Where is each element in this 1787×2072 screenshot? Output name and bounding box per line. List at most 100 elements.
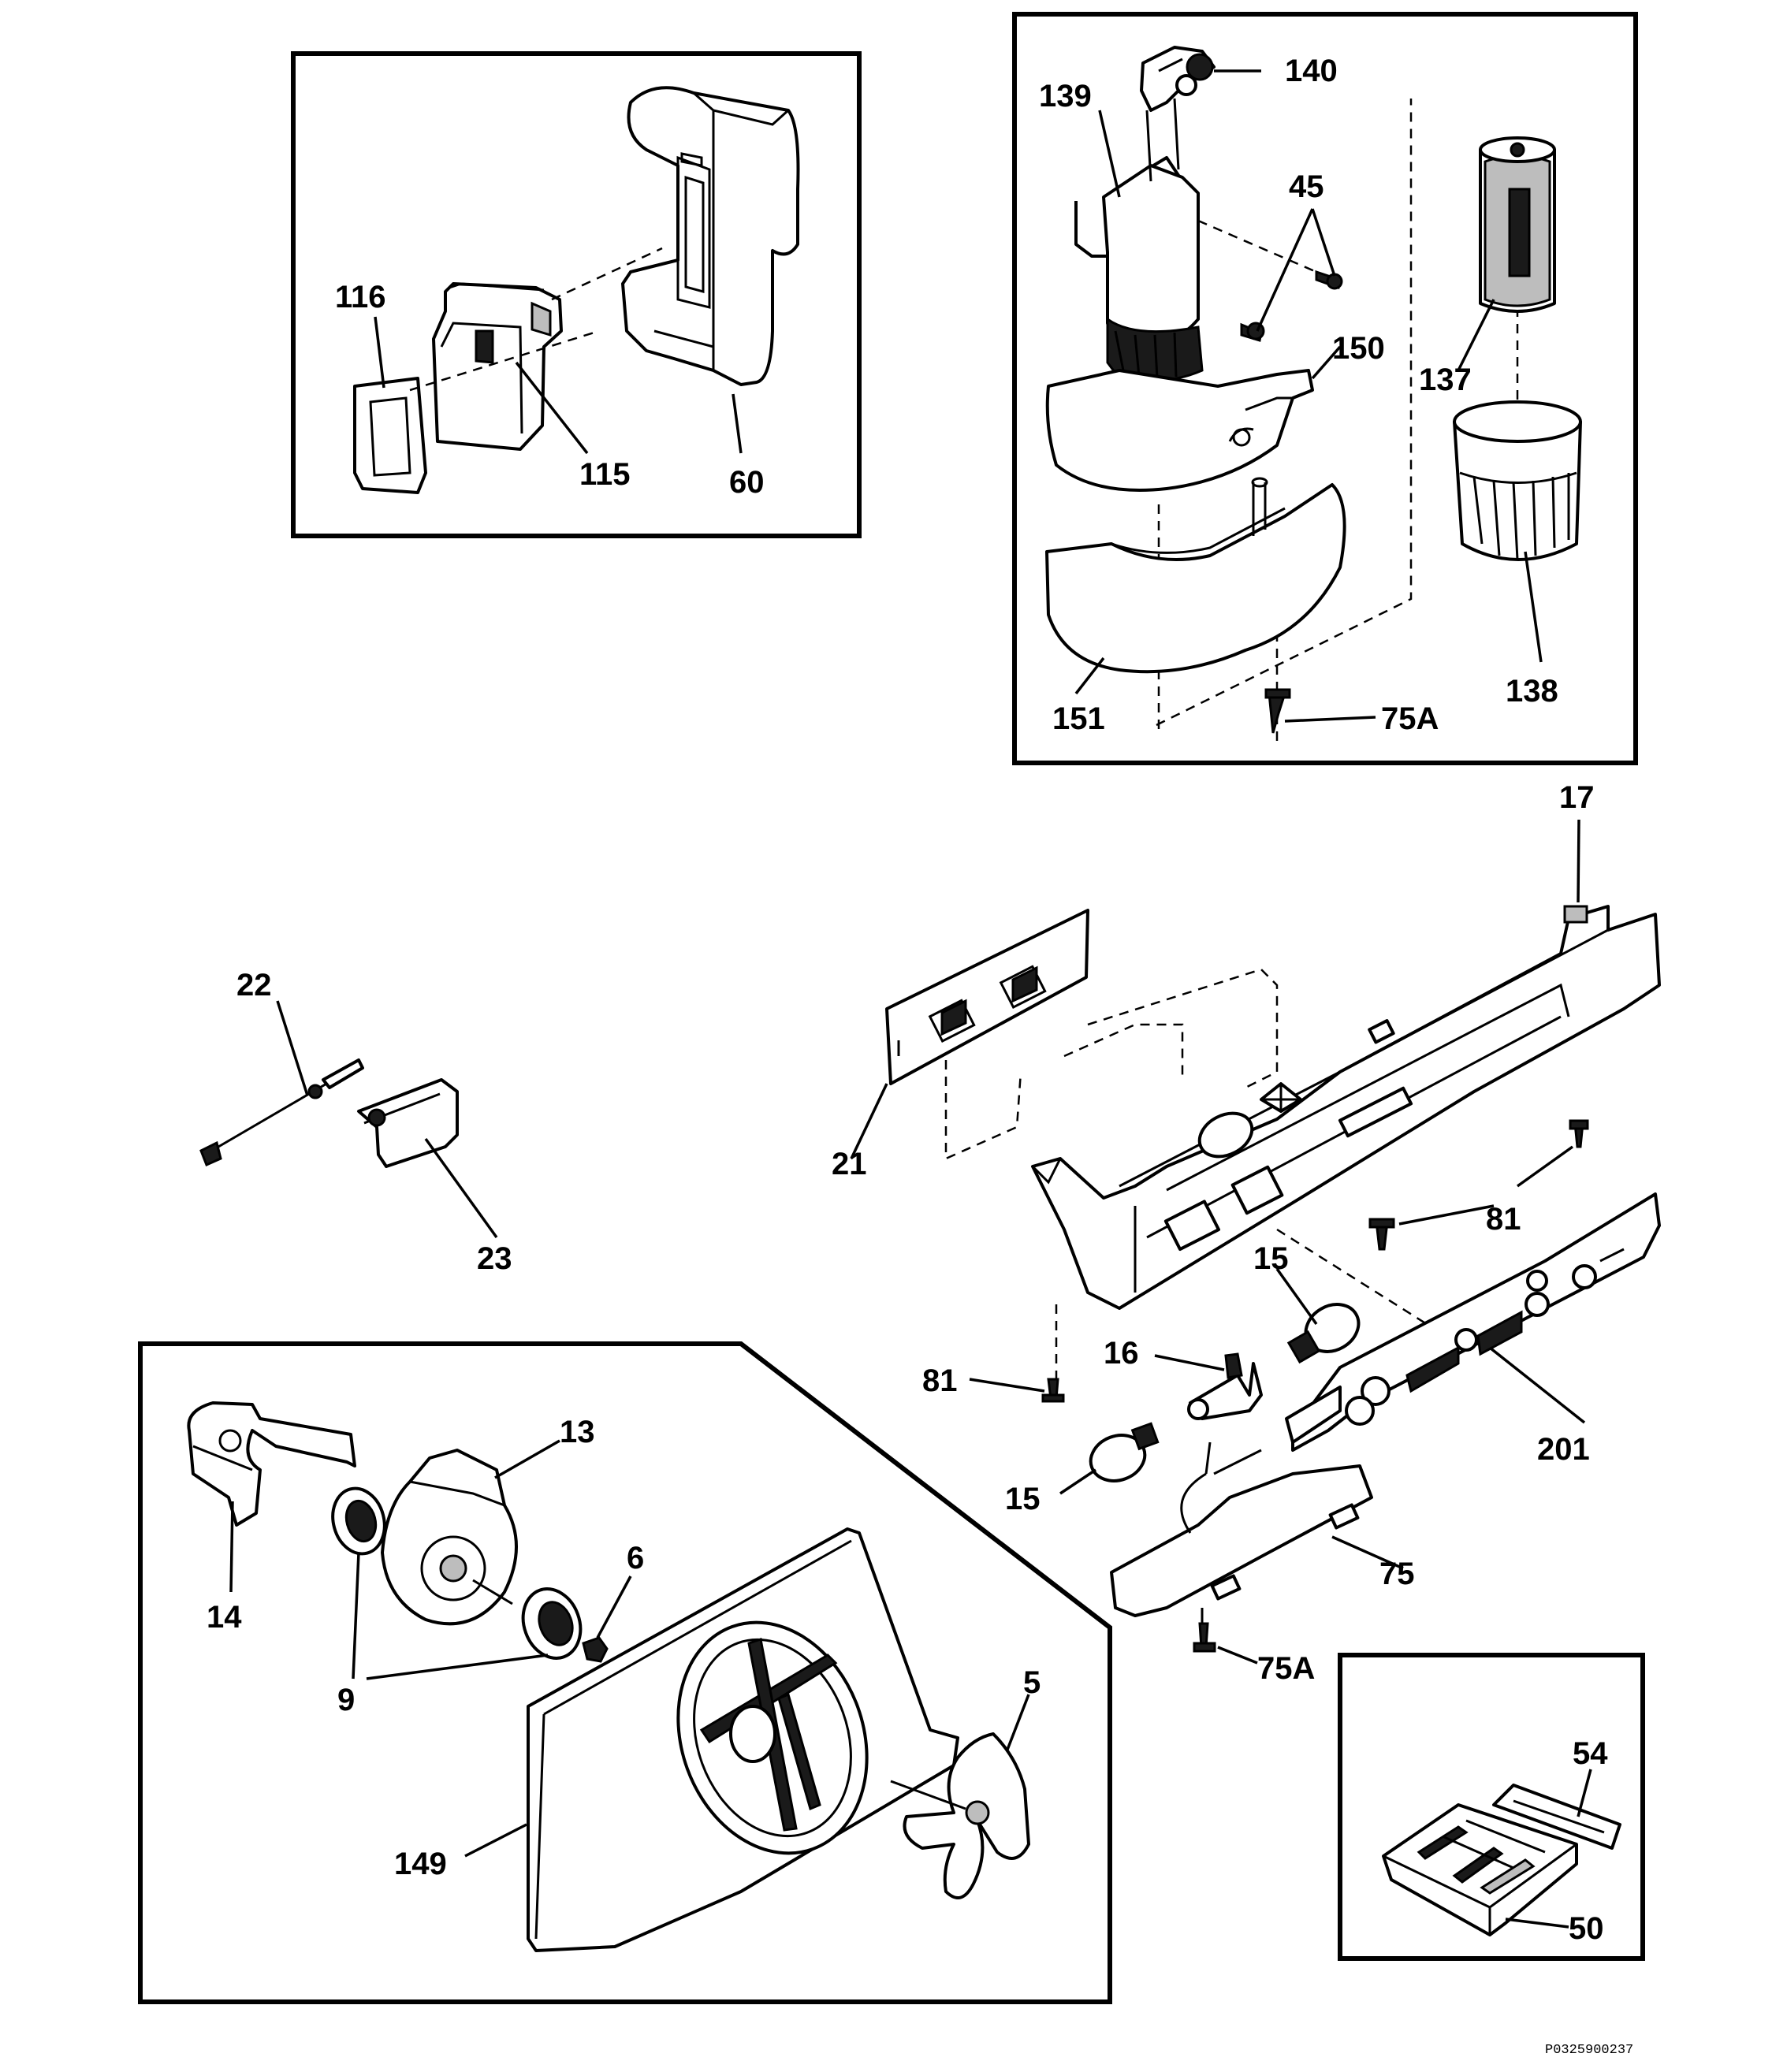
part-22-wire <box>199 1058 364 1167</box>
part-201-control-board <box>1285 1192 1661 1452</box>
part-54-strip <box>1492 1784 1621 1850</box>
label-50: 50 <box>1569 1911 1604 1946</box>
part-45-screws <box>1197 219 1343 342</box>
part-50-tray <box>1382 1803 1578 1936</box>
leader-201 <box>1488 1346 1586 1424</box>
part-138-housing <box>1453 400 1582 561</box>
part-151-drip-tray <box>1045 477 1346 674</box>
label-13: 13 <box>560 1415 595 1449</box>
label-23: 23 <box>477 1241 512 1276</box>
label-150: 150 <box>1332 331 1385 366</box>
part-140-fitting <box>1140 46 1216 112</box>
label-60: 60 <box>729 465 765 500</box>
part-137-filter <box>1479 136 1556 313</box>
part-75A-screw-bottom <box>1193 1622 1216 1653</box>
part-9-fan-hubs <box>331 1486 583 1660</box>
leader-21 <box>850 1083 888 1159</box>
part-149-shroud <box>527 1527 959 1952</box>
leader-23 <box>424 1137 498 1239</box>
label-151: 151 <box>1052 701 1105 736</box>
part-14-bracket <box>187 1401 356 1527</box>
label-45: 45 <box>1289 169 1324 204</box>
label-9: 9 <box>337 1683 355 1717</box>
leader-14 <box>229 1501 234 1593</box>
label-17: 17 <box>1559 780 1595 815</box>
label-15-top: 15 <box>1253 1241 1289 1276</box>
leader-45 <box>1256 208 1336 332</box>
part-17-panel <box>944 905 1661 1395</box>
leader-75A-bottom <box>1217 1646 1258 1665</box>
label-149: 149 <box>394 1847 447 1881</box>
leader-9 <box>352 1552 549 1680</box>
part-60-bracket <box>621 86 800 386</box>
leader-138 <box>1524 551 1543 663</box>
label-22: 22 <box>236 968 272 1003</box>
leader-5 <box>1006 1694 1030 1750</box>
label-139: 139 <box>1039 79 1092 113</box>
label-137: 137 <box>1419 363 1472 397</box>
part-5-fan-blade <box>890 1732 1030 1899</box>
leader-81-right <box>1398 1145 1574 1226</box>
leader-115 <box>515 361 589 455</box>
label-81-left: 81 <box>922 1363 958 1398</box>
leader-54 <box>1577 1769 1592 1817</box>
leader-6 <box>596 1575 632 1639</box>
leader-60 <box>732 393 743 454</box>
label-81-right: 81 <box>1486 1202 1521 1237</box>
label-14: 14 <box>207 1600 242 1635</box>
part-150-tray <box>1045 369 1314 492</box>
part-75A-screw-top <box>1264 688 1291 734</box>
box-water-dispenser: 140 139 45 150 137 138 151 75A <box>1012 12 1638 765</box>
leader-75A-top <box>1284 716 1376 723</box>
leader-116 <box>374 316 385 389</box>
part-75-harness <box>1110 1441 1373 1624</box>
part-6-nut <box>582 1636 609 1663</box>
label-116: 116 <box>335 280 386 314</box>
label-75: 75 <box>1379 1557 1415 1591</box>
control-panel-group: 17 22 21 23 81 15 16 81 201 15 75 75A <box>199 780 1661 1686</box>
box-frame <box>1012 12 1638 765</box>
label-75A-bottom: 75A <box>1257 1651 1315 1686</box>
box-frame <box>138 1341 1112 2004</box>
leader-22 <box>276 1000 309 1096</box>
leader-150 <box>1311 345 1342 380</box>
leader-149 <box>464 1823 527 1858</box>
part-116-plate <box>353 377 427 494</box>
leader-17 <box>1577 819 1580 903</box>
part-15-bulbs <box>1089 1303 1361 1482</box>
part-81-screws <box>1041 1119 1589 1403</box>
part-16-socket <box>1187 1352 1263 1420</box>
leader-137 <box>1457 299 1495 371</box>
leader-15-bottom <box>1059 1468 1096 1495</box>
leader-75 <box>1331 1535 1404 1570</box>
part-23-cover <box>357 1078 459 1168</box>
box-fan-assembly: 13 14 6 9 5 149 <box>138 1341 1112 2004</box>
label-138: 138 <box>1506 674 1558 709</box>
label-140: 140 <box>1285 54 1338 88</box>
leader-151 <box>1074 657 1105 695</box>
label-16: 16 <box>1104 1336 1139 1371</box>
label-21: 21 <box>832 1147 867 1181</box>
leader-50 <box>1505 1918 1569 1929</box>
box-bracket-assembly: 116 115 60 <box>291 51 862 538</box>
leader-139 <box>1098 110 1121 198</box>
leader-16 <box>1154 1354 1225 1371</box>
label-201: 201 <box>1537 1432 1590 1467</box>
label-6: 6 <box>627 1541 644 1575</box>
label-115: 115 <box>579 457 631 492</box>
part-13-motor <box>381 1449 518 1626</box>
label-75A-top: 75A <box>1381 701 1439 736</box>
label-15-bottom: 15 <box>1005 1482 1041 1516</box>
label-5: 5 <box>1023 1665 1041 1700</box>
figure-code: P0325900237 <box>1545 2043 1633 2058</box>
part-139-valve <box>1074 98 1204 382</box>
label-54: 54 <box>1573 1736 1608 1771</box>
box-frame <box>1338 1653 1645 1961</box>
part-21-label <box>885 909 1089 1085</box>
box-tray-assembly: 54 50 <box>1338 1653 1645 1961</box>
box-frame <box>291 51 862 538</box>
leader-13 <box>494 1439 560 1479</box>
leader-81-left <box>969 1378 1045 1393</box>
part-115-housing <box>432 282 563 451</box>
